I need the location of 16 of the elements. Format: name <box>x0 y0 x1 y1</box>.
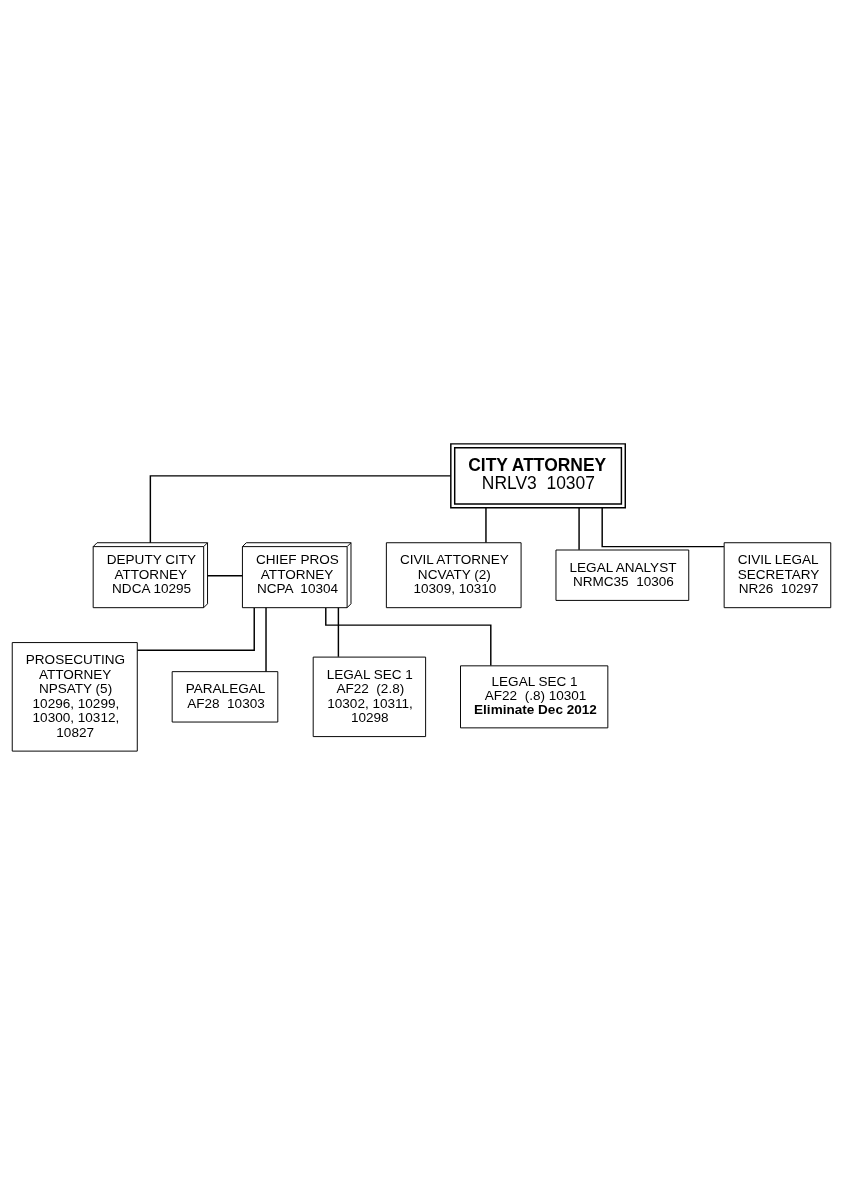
connector <box>485 507 487 544</box>
connector <box>325 607 492 667</box>
node-box: LEGAL SEC 1 AF22 (2.8) 10302, 10311, 10298 <box>312 656 427 738</box>
node-box: LEGAL ANALYST NRMC35 10306 <box>555 549 690 601</box>
connector <box>149 475 452 544</box>
connector <box>265 607 267 673</box>
connector <box>207 574 244 577</box>
connector <box>578 507 580 551</box>
node-box: CIVIL ATTORNEY NCVATY (2) 10309, 10310 <box>385 542 522 609</box>
node-box: CIVIL LEGAL SECRETARY NR26 10297 <box>723 542 832 609</box>
connector <box>337 607 340 658</box>
node-box: PROSECUTING ATTORNEY NPSATY (5) 10296, 10299, 10300, 10312, 10827 <box>11 642 138 752</box>
connector <box>601 507 725 548</box>
node-box: PARALEGAL AF28 10303 <box>171 671 279 723</box>
node-box: LEGAL SEC 1 AF22 (.8) 10301 Eliminate Dec 2012 <box>460 665 609 729</box>
connector <box>136 607 255 652</box>
